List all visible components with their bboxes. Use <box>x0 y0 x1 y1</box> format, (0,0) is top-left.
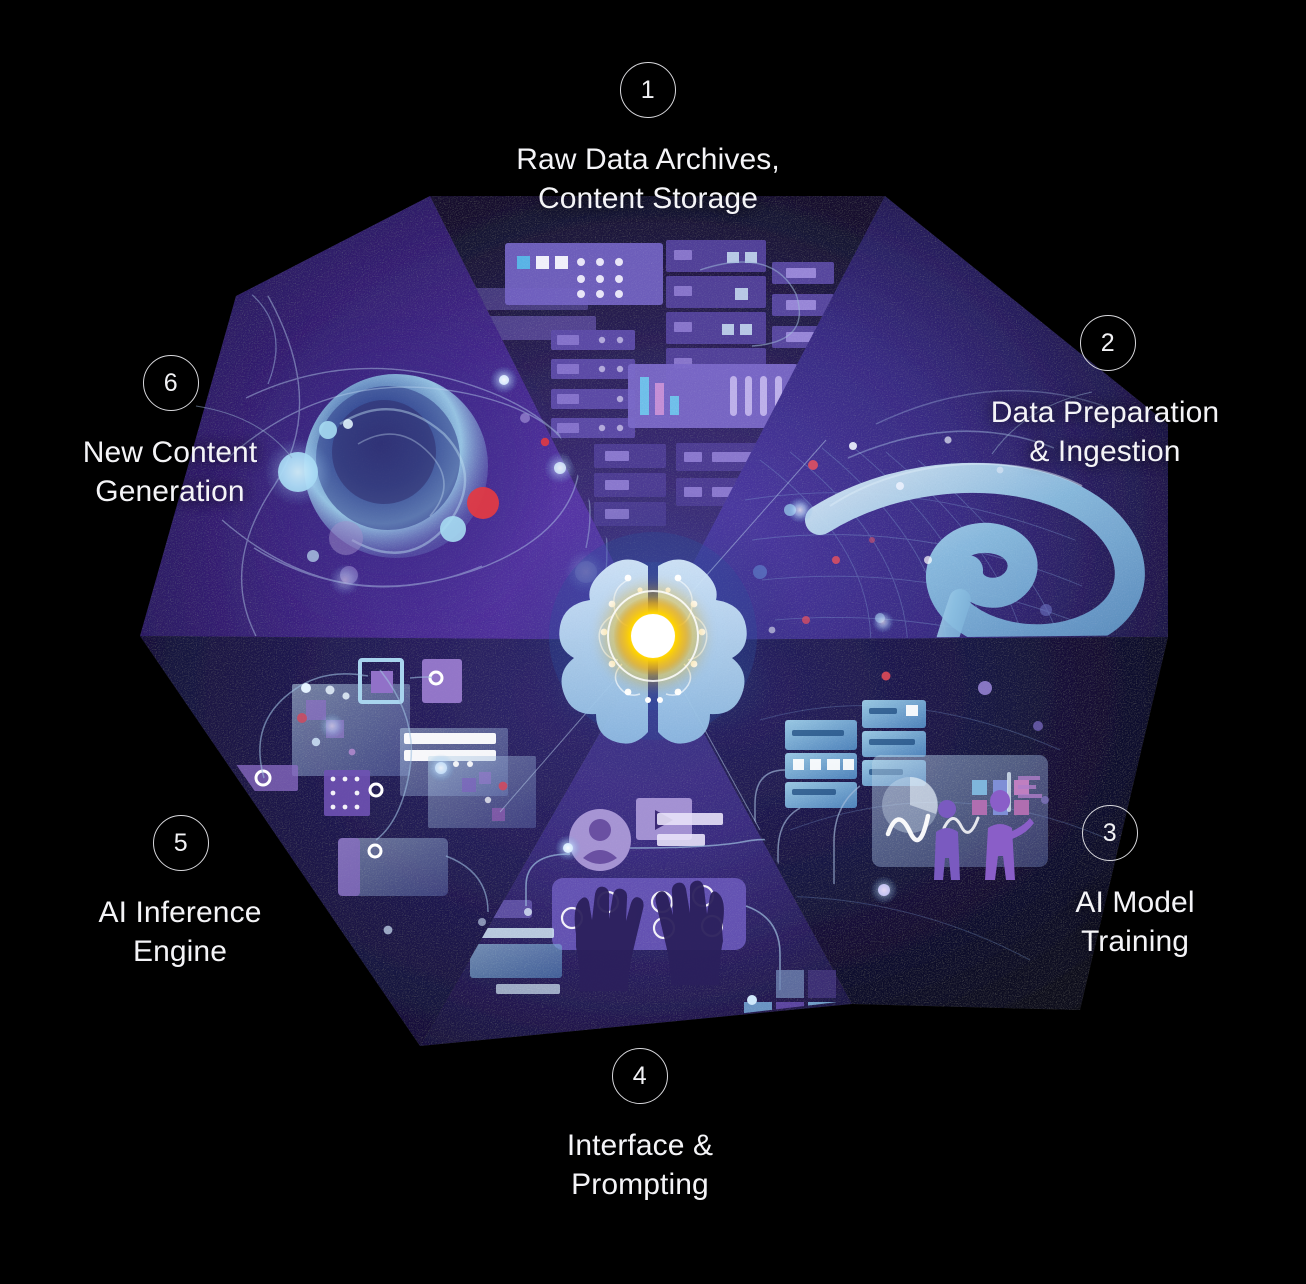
wedge-2-data-preparation <box>653 196 1168 640</box>
step-1-title: Raw Data Archives, Content Storage <box>516 143 780 215</box>
step-4-title: Interface & Prompting <box>566 1129 714 1201</box>
step-1-number-badge: 1 <box>620 62 676 118</box>
step-4-label-group[interactable]: 4 Interface & Prompting <box>450 1048 830 1204</box>
step-1-label-group[interactable]: 1 Raw Data Archives, Content Storage <box>403 62 893 218</box>
center-ai-brain <box>499 439 827 831</box>
step-5-number-badge: 5 <box>153 815 209 871</box>
step-6-title: New Content Generation <box>82 436 258 508</box>
step-2-label-group[interactable]: 2 Data Preparation & Ingestion <box>920 315 1290 471</box>
step-3-label-group[interactable]: 3 AI Model Training <box>990 805 1280 961</box>
step-2-title: Data Preparation & Ingestion <box>990 396 1220 468</box>
illustration-inference-chips <box>226 658 536 935</box>
step-5-label-group[interactable]: 5 AI Inference Engine <box>30 815 330 971</box>
step-2-number-badge: 2 <box>1080 315 1136 371</box>
step-4-number-badge: 4 <box>612 1048 668 1104</box>
step-6-number-badge: 6 <box>143 355 199 411</box>
step-3-number-badge: 3 <box>1082 805 1138 861</box>
leader-lines <box>195 391 1093 459</box>
step-5-title: AI Inference Engine <box>98 896 262 968</box>
step-6-label-group[interactable]: 6 New Content Generation <box>20 355 320 511</box>
illustration-training-dashboard <box>699 671 1111 961</box>
step-3-title: AI Model Training <box>1075 886 1195 958</box>
